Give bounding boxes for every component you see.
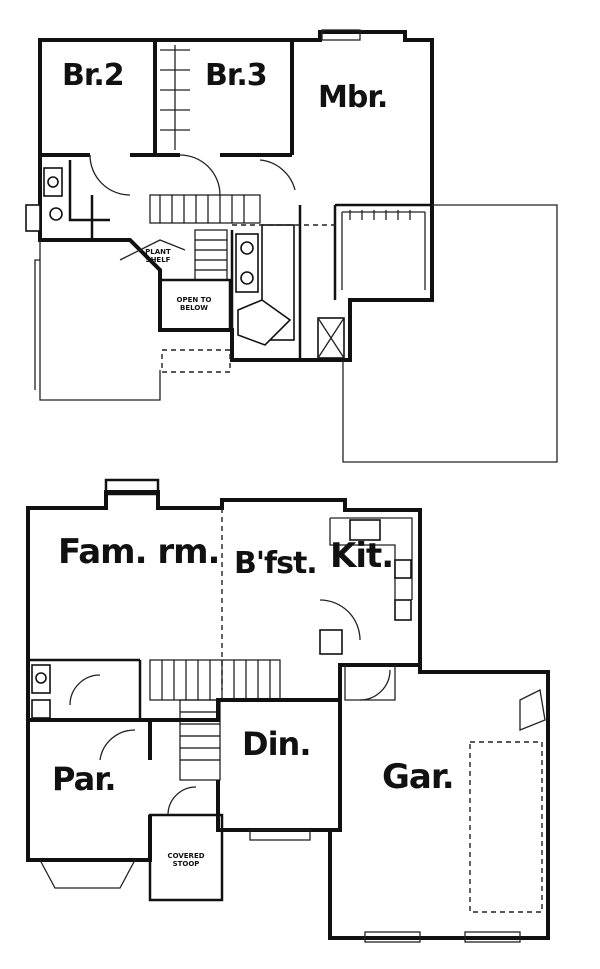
room-label-gar: Gar. [382,757,455,797]
room-label-par: Par. [52,760,117,798]
note-plant-shelf: PLANT SHELF [145,248,171,264]
room-label-br3: Br.3 [205,58,268,93]
upper-floor-plan [25,29,558,463]
room-label-br2: Br.2 [62,58,125,93]
note-covered-stoop: COVERED STOOP [167,852,205,868]
room-label-din: Din. [242,725,311,763]
main-floor-plan [26,478,550,943]
room-label-kit: Kit. [330,536,394,576]
room-label-fam-rm: Fam. rm. [58,532,220,572]
room-label-mbr: Mbr. [318,80,388,115]
room-label-bfst: B'fst. [234,546,318,581]
note-open-to-below: OPEN TO BELOW [176,296,212,312]
